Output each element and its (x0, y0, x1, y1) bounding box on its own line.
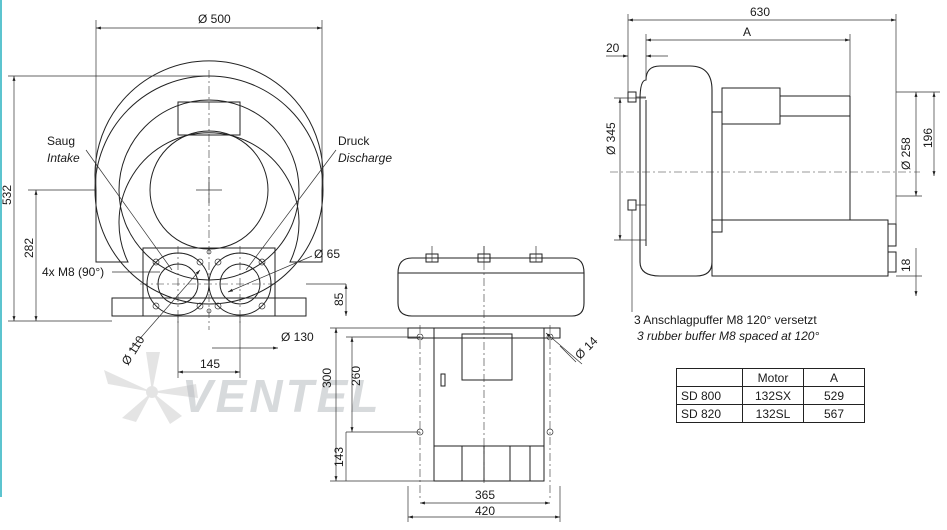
label-intake-en: Intake (47, 151, 80, 165)
table-cell: 567 (803, 404, 865, 423)
table-row: SD 820 132SL 567 (676, 404, 865, 423)
dim-width-365: 365 (475, 488, 495, 502)
dim-width-420: 420 (475, 504, 495, 518)
label-discharge-de: Druck (338, 134, 370, 148)
dim-outer-diameter: Ø 500 (198, 12, 231, 26)
dim-height-196: 196 (921, 128, 935, 148)
dim-port-spacing: 145 (200, 357, 220, 371)
bottom-view (397, 246, 585, 500)
dim-offset-20: 20 (606, 41, 620, 55)
front-dimensions: Ø 500 532 282 85 145 Ø 130 Ø 110 Ø 65 4x… (0, 12, 392, 378)
side-dimensions: 630 A 20 Ø 345 Ø 258 196 18 3 Anschlagpu… (604, 5, 940, 343)
table-cell: SD 820 (676, 404, 743, 423)
side-view (610, 65, 920, 277)
dim-height-axis: 282 (22, 238, 36, 258)
dim-height-143: 143 (332, 447, 346, 467)
table-cell: 529 (803, 386, 865, 405)
table-cell: SD 800 (676, 386, 743, 405)
front-view (94, 60, 324, 330)
dim-length-a: A (743, 25, 751, 39)
label-intake-de: Saug (47, 134, 75, 148)
dim-height-260: 260 (349, 366, 363, 386)
dim-height-18: 18 (899, 258, 913, 272)
dim-dia-345: Ø 345 (604, 122, 618, 155)
dim-length-total: 630 (750, 5, 770, 19)
table-cell: 132SX (742, 386, 804, 405)
table-cell: 132SL (742, 404, 804, 423)
label-buffer-de: 3 Anschlagpuffer M8 120° versetzt (634, 313, 817, 327)
accent-border (0, 0, 2, 497)
label-discharge-en: Discharge (338, 151, 392, 165)
watermark-text: VENTEL (182, 370, 381, 422)
table-row: SD 800 132SX 529 (676, 386, 865, 405)
table-header-cell: A (803, 368, 865, 387)
label-buffer-en: 3 rubber buffer M8 spaced at 120° (637, 329, 819, 343)
dim-height-total: 532 (0, 185, 14, 205)
table-header-cell (676, 368, 743, 387)
dim-height-300: 300 (320, 368, 334, 388)
table-header-cell: Motor (742, 368, 804, 387)
table-header-row: Motor A (676, 368, 865, 387)
bottom-dimensions: 300 260 143 365 420 Ø 14 (320, 327, 601, 522)
label-bolts: 4x M8 (90°) (42, 265, 104, 279)
dim-hole-diameter: Ø 65 (314, 247, 340, 261)
dim-height-flange: 85 (332, 292, 346, 306)
dim-bolt-circle: Ø 130 (281, 330, 314, 344)
dim-dia-258: Ø 258 (899, 137, 913, 170)
dim-port-diameter: Ø 110 (119, 333, 148, 368)
ventel-logo (104, 352, 198, 424)
motor-table: Motor A SD 800 132SX 529 SD 820 132SL 56… (676, 368, 865, 423)
dim-hole-14: Ø 14 (572, 334, 601, 363)
